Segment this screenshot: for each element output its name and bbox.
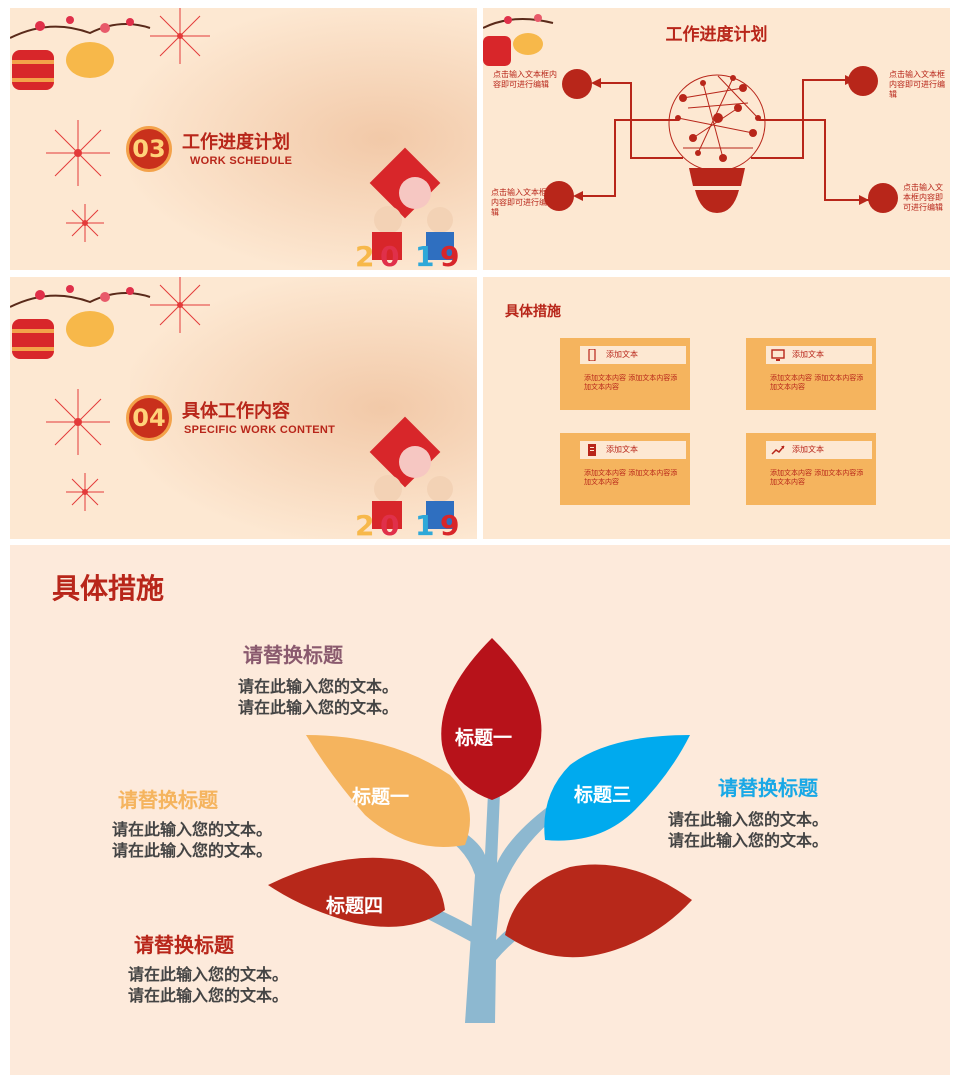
caption-bottom-left: 点击输入文本框内容即可进行编辑 — [491, 188, 547, 217]
svg-text:1: 1 — [415, 509, 434, 539]
card-4[interactable]: 添加文本 添加文本内容 添加文本内容添加文本内容 — [746, 433, 876, 505]
card-2[interactable]: 添加文本 添加文本内容 添加文本内容添加文本内容 — [746, 338, 876, 410]
section-title: 具体工作内容 — [182, 401, 290, 422]
block-4-line-2: 请在此输入您的文本。 — [668, 831, 829, 850]
card-1[interactable]: 添加文本 添加文本内容 添加文本内容添加文本内容 — [560, 338, 690, 410]
block-3-heading: 请替换标题 — [134, 933, 234, 957]
card-header: 添加文本 — [580, 346, 686, 364]
svg-text:0: 0 — [380, 240, 399, 270]
monitor-icon — [771, 349, 785, 361]
card-label: 添加文本 — [792, 350, 824, 359]
svg-text:2: 2 — [355, 509, 374, 539]
leaf-left — [306, 735, 470, 847]
slide-title: 工作进度计划 — [665, 25, 768, 45]
slide-measures-cards[interactable]: 具体措施 添加文本 添加文本内容 添加文本内容添加文本内容 添加文本 添加文本内… — [483, 277, 950, 539]
slide-tree-measures[interactable]: 具体措施 标题一 标题一 标题三 标题四 请替换标题 请在此输入您的文本。 请在… — [10, 545, 950, 1075]
svg-text:1: 1 — [415, 240, 434, 270]
block-2-line-1: 请在此输入您的文本。 — [112, 820, 273, 839]
card-label: 添加文本 — [606, 445, 638, 454]
svg-text:9: 9 — [440, 240, 459, 270]
svg-text:2: 2 — [355, 240, 374, 270]
block-1-line-2: 请在此输入您的文本。 — [238, 698, 399, 717]
leaf-label-top: 标题一 — [455, 727, 513, 749]
block-3-line-1: 请在此输入您的文本。 — [128, 965, 289, 984]
caption-bottom-right: 点击输入文本框内容即可进行编辑 — [903, 183, 943, 212]
slide-work-schedule[interactable]: 工作进度计划 点击输入文本框内容即可进行编辑 点击输入文本框内容即可进行编辑 点… — [483, 8, 950, 270]
card-header: 添加文本 — [766, 441, 872, 459]
block-4-line-1: 请在此输入您的文本。 — [668, 810, 829, 829]
background-blush — [130, 8, 477, 270]
slide-title: 具体措施 — [52, 572, 165, 605]
caption-top-left: 点击输入文本框内容即可进行编辑 — [493, 70, 557, 89]
block-3-text: 请在此输入您的文本。 请在此输入您的文本。 — [128, 964, 288, 1006]
card-3[interactable]: 添加文本 添加文本内容 添加文本内容添加文本内容 — [560, 433, 690, 505]
block-1-text: 请在此输入您的文本。 请在此输入您的文本。 — [238, 676, 398, 718]
block-2-heading: 请替换标题 — [118, 788, 218, 812]
phone-icon — [588, 349, 596, 361]
lightbulb-diagram — [483, 14, 898, 213]
card-header: 添加文本 — [580, 441, 686, 459]
leaf-label-left: 标题一 — [352, 786, 410, 808]
block-2-line-2: 请在此输入您的文本。 — [112, 841, 273, 860]
leaf-top — [441, 638, 542, 800]
card-text: 添加文本内容 添加文本内容添加文本内容 — [770, 469, 864, 486]
block-1-heading: 请替换标题 — [243, 643, 343, 667]
block-4-heading: 请替换标题 — [718, 776, 818, 800]
card-text: 添加文本内容 添加文本内容添加文本内容 — [770, 374, 864, 391]
festive-decoration: 2 0 1 9 — [10, 8, 459, 270]
card-text: 添加文本内容 添加文本内容添加文本内容 — [584, 469, 678, 486]
leaf-label-right: 标题三 — [574, 784, 632, 806]
chart-icon — [771, 445, 785, 455]
card-label: 添加文本 — [606, 350, 638, 359]
tree-trunk — [430, 793, 588, 1023]
caption-top-right: 点击输入文本框内容即可进行编辑 — [889, 70, 945, 99]
block-1-line-1: 请在此输入您的文本。 — [238, 677, 399, 696]
section-number-badge: 03 — [126, 126, 172, 172]
section-subtitle: WORK SCHEDULE — [190, 155, 293, 167]
leaf-bottom-right — [505, 864, 692, 958]
section-subtitle: SPECIFIC WORK CONTENT — [184, 424, 336, 436]
svg-text:9: 9 — [440, 509, 459, 539]
section-title: 工作进度计划 — [182, 132, 290, 153]
tree-diagram — [268, 638, 692, 1023]
slide-section-04[interactable]: 2 0 1 9 04 具体工作内容 SPECIFIC WORK CONTENT — [10, 277, 477, 539]
document-icon — [588, 444, 596, 456]
leaf-label-bottom-left: 标题四 — [326, 895, 384, 917]
slide-section-03[interactable]: 2 0 1 9 03 工作进度计划 WORK SCHEDULE — [10, 8, 477, 270]
svg-text:0: 0 — [380, 509, 399, 539]
leaf-bottom-left — [268, 857, 445, 927]
card-text: 添加文本内容 添加文本内容添加文本内容 — [584, 374, 678, 391]
festive-decoration: 2 0 1 9 — [10, 277, 459, 539]
card-header: 添加文本 — [766, 346, 872, 364]
background-blush — [130, 277, 477, 539]
card-label: 添加文本 — [792, 445, 824, 454]
block-3-line-2: 请在此输入您的文本。 — [128, 986, 289, 1005]
block-2-text: 请在此输入您的文本。 请在此输入您的文本。 — [112, 819, 272, 861]
block-4-text: 请在此输入您的文本。 请在此输入您的文本。 — [668, 809, 828, 851]
section-number-badge: 04 — [126, 395, 172, 441]
leaf-right — [544, 735, 690, 841]
slide-title: 具体措施 — [505, 304, 561, 320]
